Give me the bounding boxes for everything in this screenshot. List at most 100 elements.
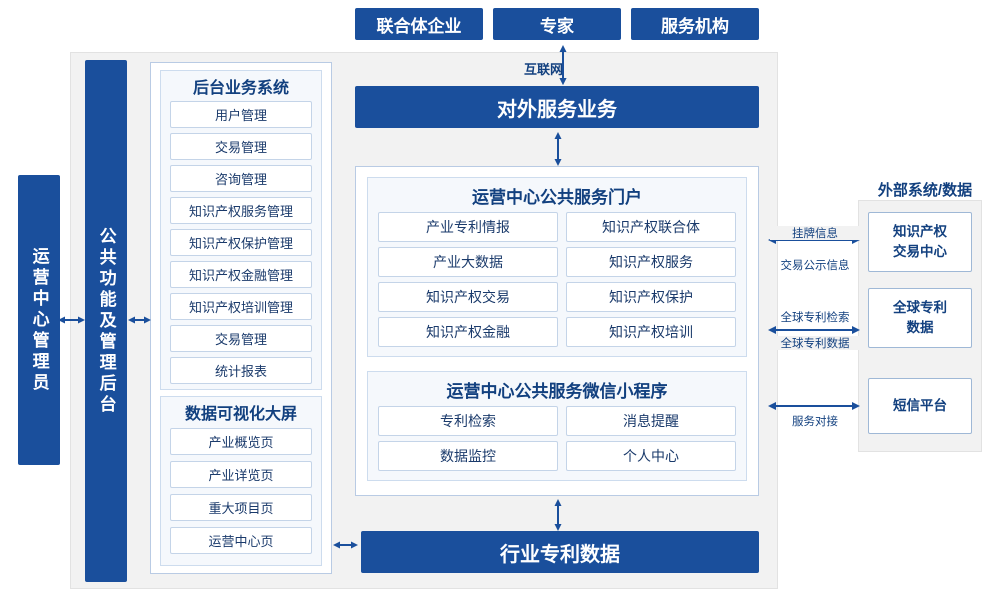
miniprogram-item-0[interactable]: 专利检索 [378,406,558,436]
portal-item-6[interactable]: 知识产权金融 [378,317,558,347]
industry-patent-data-bar-text: 行业专利数据 [500,543,620,566]
top-entity-lianhe[interactable]: 联合体企业 [355,8,483,40]
external-link-text: 服务对接 [792,416,838,428]
backoffice-item-label: 知识产权培训管理 [188,300,293,315]
backoffice-item-8[interactable]: 统计报表 [170,357,312,384]
external-link-text: 全球专利数据 [780,338,850,350]
backoffice-item-label: 知识产权服务管理 [188,204,293,219]
portal-item-1[interactable]: 知识产权联合体 [566,212,736,242]
external-service-bar-text: 对外服务业务 [497,98,617,121]
portal-item-2[interactable]: 产业大数据 [378,247,558,277]
external-box-label: 知识产权 交易中心 [893,224,947,259]
backoffice-item-3[interactable]: 知识产权服务管理 [170,197,312,224]
backoffice-item-label: 咨询管理 [214,172,267,187]
external-box-label: 短信平台 [893,398,947,414]
arrow-common-to-modules [128,316,151,324]
backoffice-item-0[interactable]: 用户管理 [170,101,312,128]
backoffice-item-label: 用户管理 [214,108,267,123]
backoffice-item-label: 知识产权金融管理 [188,268,293,283]
backoffice-title-text: 后台业务系统 [192,80,289,97]
portal-item-label: 知识产权交易 [426,289,510,305]
backoffice-item-2[interactable]: 咨询管理 [170,165,312,192]
left-bar-label: 公共功能及管理后台 [96,226,116,416]
top-entity-label: 专家 [540,16,574,36]
internet-label-text: 互联网 [523,62,563,77]
portal-item-0[interactable]: 产业专利情报 [378,212,558,242]
portal-item-label: 知识产权培训 [609,324,693,340]
miniprogram-title: 运营中心公共服务微信小程序 [367,374,747,404]
top-entity-expert[interactable]: 专家 [493,8,621,40]
external-link-label-3: 全球专利数据 [765,336,865,350]
left-bar-common-functions: 公共功能及管理后台 [85,60,127,582]
backoffice-item-6[interactable]: 知识产权培训管理 [170,293,312,320]
portal-item-4[interactable]: 知识产权交易 [378,282,558,312]
visualization-item-0[interactable]: 产业概览页 [170,428,312,455]
portal-item-label: 知识产权金融 [426,324,510,340]
arrow-external-global-patent [768,326,860,334]
internet-label: 互联网 [493,59,563,77]
backoffice-item-label: 交易管理 [214,140,267,155]
external-box-ip-exchange[interactable]: 知识产权 交易中心 [868,212,972,272]
external-link-label-4: 服务对接 [770,414,860,428]
backoffice-item-label: 交易管理 [214,332,267,347]
left-bar-operations-admin: 运营中心管理员 [18,175,60,465]
visualization-item-label: 运营中心页 [208,534,274,549]
external-link-label-2: 全球专利检索 [765,310,865,324]
external-link-text: 全球专利检索 [780,312,850,324]
backoffice-item-5[interactable]: 知识产权金融管理 [170,261,312,288]
external-box-global-patent-data[interactable]: 全球专利 数据 [868,288,972,348]
backoffice-item-4[interactable]: 知识产权保护管理 [170,229,312,256]
portal-title-text: 运营中心公共服务门户 [472,187,642,207]
portal-item-7[interactable]: 知识产权培训 [566,317,736,347]
visualization-item-label: 产业概览页 [208,435,274,450]
visualization-item-label: 产业详览页 [208,468,274,483]
visualization-item-1[interactable]: 产业详览页 [170,461,312,488]
portal-item-label: 产业大数据 [433,254,503,270]
portal-item-label: 知识产权保护 [609,289,693,305]
portal-item-5[interactable]: 知识产权保护 [566,282,736,312]
arrow-external-sms [768,402,860,410]
backoffice-title: 后台业务系统 [160,72,322,100]
miniprogram-item-label: 消息提醒 [623,413,679,429]
portal-item-label: 知识产权联合体 [602,219,700,235]
miniprogram-item-label: 数据监控 [440,448,496,464]
miniprogram-item-1[interactable]: 消息提醒 [566,406,736,436]
external-link-label-0: 挂牌信息 [770,226,860,240]
arrow-service-to-portal [554,132,562,166]
portal-item-label: 产业专利情报 [426,219,510,235]
visualization-item-label: 重大项目页 [208,501,274,516]
external-systems-title-text: 外部系统/数据 [877,181,973,199]
visualization-item-3[interactable]: 运营中心页 [170,527,312,554]
arrow-visualization-to-industry-data [333,541,358,549]
visualization-title: 数据可视化大屏 [160,398,322,426]
miniprogram-item-2[interactable]: 数据监控 [378,441,558,471]
backoffice-item-1[interactable]: 交易管理 [170,133,312,160]
left-bar-label: 运营中心管理员 [29,246,49,394]
top-entity-label: 服务机构 [661,16,729,36]
external-link-text: 交易公示信息 [780,260,850,272]
external-systems-title: 外部系统/数据 [855,178,995,200]
external-link-label-1: 交易公示信息 [765,258,865,272]
backoffice-item-label: 知识产权保护管理 [188,236,293,251]
miniprogram-title-text: 运营中心公共服务微信小程序 [446,381,668,401]
backoffice-item-label: 统计报表 [214,364,267,379]
external-link-text: 挂牌信息 [792,228,838,240]
top-entity-service-org[interactable]: 服务机构 [631,8,759,40]
external-box-sms-platform[interactable]: 短信平台 [868,378,972,434]
portal-title: 运营中心公共服务门户 [367,180,747,210]
backoffice-item-7[interactable]: 交易管理 [170,325,312,352]
arrow-admin-to-common [58,316,85,324]
portal-item-3[interactable]: 知识产权服务 [566,247,736,277]
top-entity-label: 联合体企业 [376,16,462,36]
industry-patent-data-bar: 行业专利数据 [361,531,759,573]
arrow-portal-to-industry-data [554,499,562,531]
external-service-bar: 对外服务业务 [355,86,759,128]
visualization-title-text: 数据可视化大屏 [184,406,297,423]
miniprogram-item-3[interactable]: 个人中心 [566,441,736,471]
portal-item-label: 知识产权服务 [609,254,693,270]
miniprogram-item-label: 个人中心 [623,448,679,464]
miniprogram-item-label: 专利检索 [440,413,496,429]
arrow-internet [559,45,567,85]
external-box-label: 全球专利 数据 [893,300,947,335]
visualization-item-2[interactable]: 重大项目页 [170,494,312,521]
